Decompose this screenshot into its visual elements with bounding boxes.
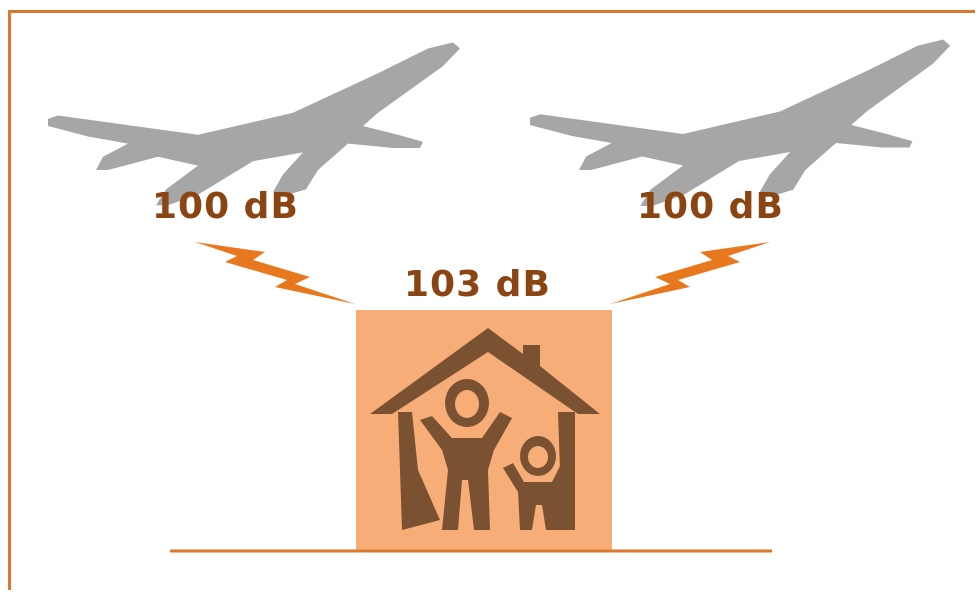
lightning-right-icon [610, 242, 770, 304]
airplane-right-icon [530, 40, 950, 207]
house-db-label: 103 dB [404, 264, 551, 305]
left-plane-db-label: 100 dB [152, 186, 299, 227]
lightning-left-icon [195, 242, 355, 304]
airplane-left-icon [48, 42, 460, 205]
right-plane-db-label: 100 dB [637, 186, 784, 227]
